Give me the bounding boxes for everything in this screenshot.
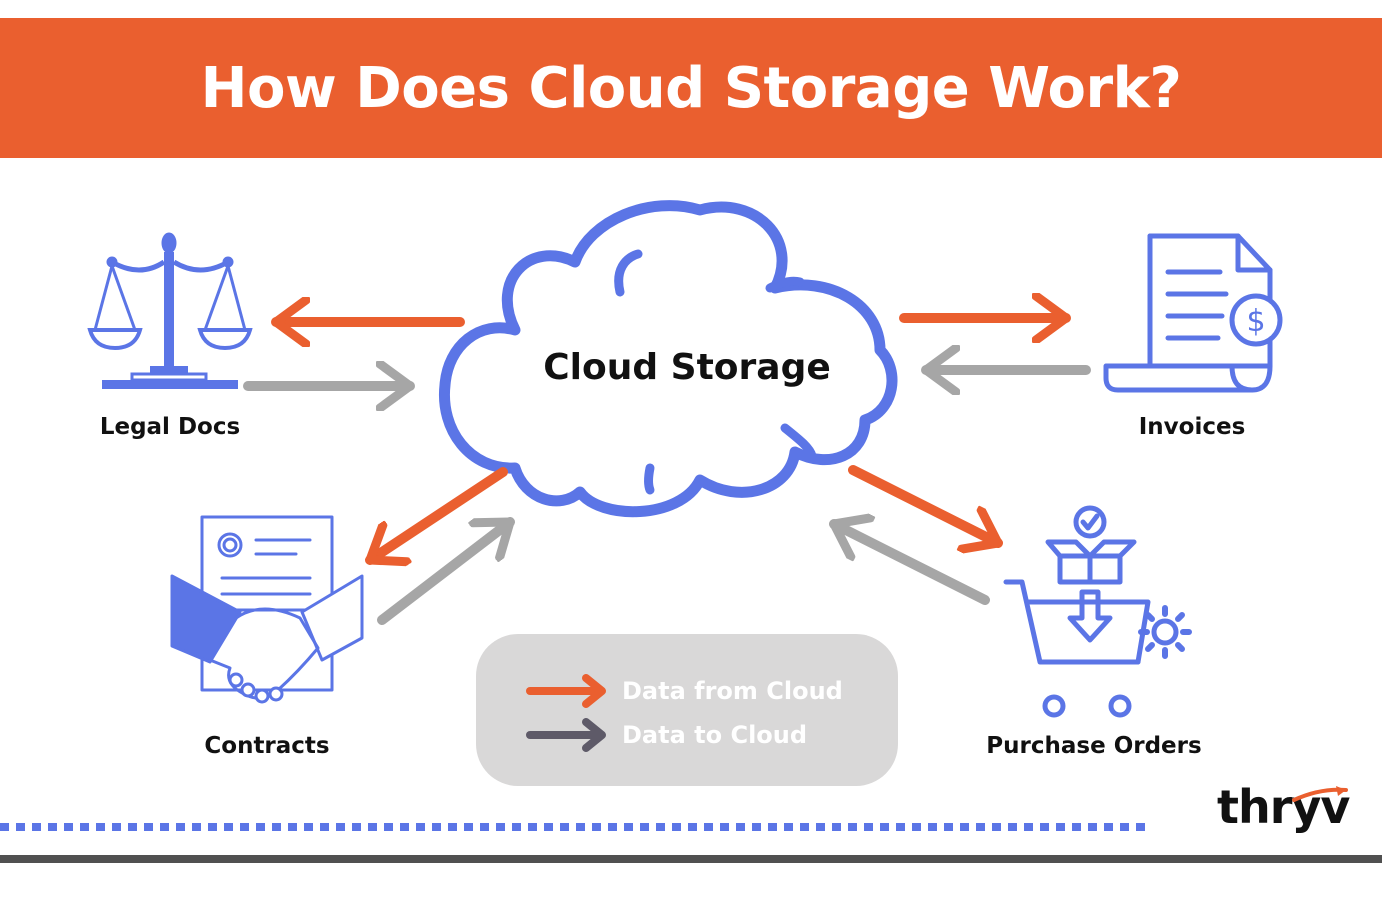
dotted-divider <box>0 823 1150 831</box>
node-label-legal-docs: Legal Docs <box>99 414 241 440</box>
bottom-rule <box>0 855 1382 863</box>
svg-text:$: $ <box>1246 304 1265 339</box>
handshake-contract-icon <box>170 515 364 704</box>
arrow-to-cloud-contracts <box>377 517 515 625</box>
title-banner: How Does Cloud Storage Work? <box>0 18 1382 158</box>
legend-label-to-cloud: Data to Cloud <box>622 721 808 749</box>
legend-label-from-cloud: Data from Cloud <box>622 677 843 705</box>
invoice-document-icon: $ <box>1103 233 1283 393</box>
legend-box: Data from Cloud Data to Cloud <box>476 634 898 786</box>
node-label-purchase-orders: Purchase Orders <box>986 733 1202 759</box>
gray-arrow-icon <box>526 718 606 752</box>
scales-of-justice-icon <box>87 232 253 389</box>
legend-item-from-cloud: Data from Cloud <box>526 674 843 708</box>
shopping-cart-icon <box>1003 505 1192 718</box>
logo-swoosh-icon <box>1292 786 1348 802</box>
orange-arrow-icon <box>526 674 606 708</box>
page-title: How Does Cloud Storage Work? <box>200 55 1182 121</box>
cloud-shape <box>438 200 898 518</box>
arrow-from-cloud-purchase-orders <box>848 465 1003 543</box>
cloud-storage-label: Cloud Storage <box>543 347 831 388</box>
legend-item-to-cloud: Data to Cloud <box>526 718 807 752</box>
arrow-to-cloud-purchase-orders <box>829 524 990 605</box>
node-label-contracts: Contracts <box>204 733 330 759</box>
node-label-invoices: Invoices <box>1138 414 1246 440</box>
arrow-from-cloud-contracts <box>365 467 508 560</box>
